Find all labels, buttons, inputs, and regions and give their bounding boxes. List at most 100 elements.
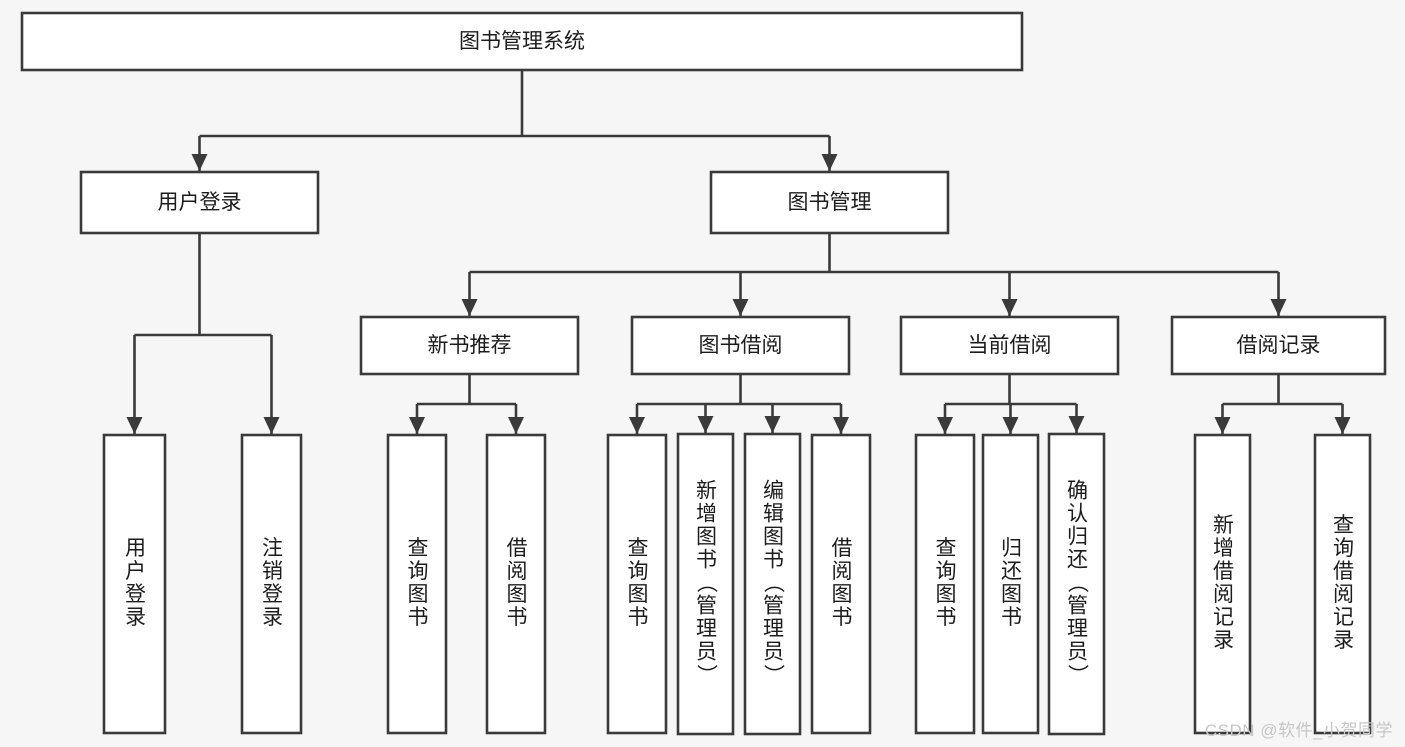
leaf-leaf-confirm-return-label-char: 确 bbox=[1067, 480, 1088, 503]
leaf-leaf-return-book-label-char: 还 bbox=[1001, 560, 1022, 583]
arrow-to-user-login bbox=[191, 154, 208, 171]
leaf-leaf-edit-book[interactable] bbox=[743, 432, 802, 736]
leaf-leaf-add-record[interactable] bbox=[1193, 433, 1252, 735]
leaf-leaf-borrow-book-2-label-char: 借 bbox=[832, 537, 853, 560]
leaf-leaf-query-book-2-label-char: 书 bbox=[628, 606, 649, 629]
leaf-leaf-edit-book-label-char: ） bbox=[762, 664, 785, 685]
arrow-to-book-management bbox=[821, 154, 838, 171]
leaf-leaf-edit-book-label-char: 理 bbox=[763, 618, 784, 641]
leaf-leaf-borrow-book-1-label-char: 图 bbox=[507, 583, 528, 606]
arrow-to-leaf-confirm-return bbox=[1068, 416, 1085, 433]
leaf-leaf-query-book-2-label-char: 查 bbox=[628, 537, 649, 560]
leaf-leaf-query-book-3-label-char: 询 bbox=[936, 560, 957, 583]
leaf-leaf-confirm-return-label-char: 认 bbox=[1067, 503, 1088, 526]
leaf-leaf-query-record-label-char: 询 bbox=[1333, 537, 1354, 560]
leaf-leaf-add-book-label-char: ） bbox=[695, 664, 718, 685]
leaf-leaf-return-book[interactable] bbox=[981, 433, 1040, 735]
leaf-leaf-add-book[interactable] bbox=[676, 432, 735, 736]
node-new-book-recommend[interactable] bbox=[359, 315, 580, 376]
leaf-leaf-confirm-return-label-char: 归 bbox=[1067, 526, 1088, 549]
leaf-leaf-query-book-1[interactable] bbox=[386, 433, 448, 735]
leaf-leaf-add-record-label-char: 借 bbox=[1213, 560, 1234, 583]
node-layer: 图书管理系统用户登录图书管理新书推荐图书借阅当前借阅借阅记录用户登录注销登录查询… bbox=[20, 11, 1387, 736]
arrow-to-leaf-edit-book bbox=[764, 416, 781, 433]
leaf-leaf-user-login-label-char: 户 bbox=[125, 560, 146, 583]
leaf-leaf-query-book-3-label-char: 图 bbox=[936, 583, 957, 606]
connector-layer bbox=[126, 70, 1351, 434]
arrow-to-book-borrow bbox=[732, 299, 749, 316]
leaf-leaf-query-book-2[interactable] bbox=[606, 433, 668, 735]
node-borrow-record[interactable] bbox=[1170, 315, 1387, 376]
leaf-leaf-query-record-label-char: 阅 bbox=[1333, 583, 1354, 606]
arrow-to-leaf-logout bbox=[263, 417, 280, 434]
leaf-leaf-add-book-label-char: 理 bbox=[696, 618, 717, 641]
arrow-to-leaf-return-book bbox=[1002, 417, 1019, 434]
leaf-leaf-user-login[interactable] bbox=[102, 433, 167, 735]
node-current-borrow-label: 当前借阅 bbox=[968, 334, 1052, 357]
arrow-to-leaf-query-book-1 bbox=[409, 417, 425, 434]
leaf-leaf-add-record-label-char: 新 bbox=[1213, 514, 1234, 537]
leaf-leaf-add-record-label-char: 阅 bbox=[1213, 583, 1234, 606]
leaf-leaf-query-book-1-label-char: 询 bbox=[408, 560, 429, 583]
node-current-borrow[interactable] bbox=[899, 315, 1120, 376]
leaf-leaf-borrow-book-2[interactable] bbox=[810, 433, 872, 735]
leaf-leaf-borrow-book-1-label-char: 书 bbox=[507, 606, 528, 629]
node-root-system-label: 图书管理系统 bbox=[459, 30, 585, 53]
leaf-leaf-borrow-book-1[interactable] bbox=[485, 433, 547, 735]
leaf-leaf-confirm-return-label-char: 还 bbox=[1067, 549, 1088, 572]
leaf-leaf-borrow-book-1-label-char: 阅 bbox=[507, 560, 528, 583]
node-borrow-record-label: 借阅记录 bbox=[1237, 334, 1321, 357]
leaf-leaf-query-record[interactable] bbox=[1313, 433, 1372, 735]
leaf-leaf-borrow-book-2-label-char: 书 bbox=[832, 606, 853, 629]
node-book-management-label: 图书管理 bbox=[788, 191, 872, 214]
node-book-borrow-label: 图书借阅 bbox=[699, 334, 783, 357]
leaf-leaf-logout-label-char: 销 bbox=[262, 560, 283, 583]
node-new-book-recommend-label: 新书推荐 bbox=[428, 334, 512, 357]
leaf-leaf-edit-book-label-char: 管 bbox=[763, 595, 784, 618]
leaf-leaf-query-book-3-label-char: 查 bbox=[936, 537, 957, 560]
leaf-leaf-edit-book-label-char: （ bbox=[762, 572, 785, 593]
leaf-leaf-query-record-label-char: 录 bbox=[1333, 629, 1354, 652]
leaf-leaf-edit-book-label-char: 员 bbox=[763, 641, 784, 664]
node-book-borrow[interactable] bbox=[630, 315, 851, 376]
node-root-system[interactable] bbox=[20, 11, 1024, 72]
leaf-leaf-query-book-1-label-char: 图 bbox=[408, 583, 429, 606]
arrow-to-leaf-borrow-book-2 bbox=[833, 417, 849, 434]
leaf-leaf-query-book-3[interactable] bbox=[914, 433, 976, 735]
leaf-leaf-edit-book-label-char: 图 bbox=[763, 526, 784, 549]
arrow-to-new-book-recommend bbox=[461, 299, 478, 316]
leaf-leaf-add-book-label-char: 新 bbox=[696, 480, 717, 503]
leaf-leaf-return-book-label-char: 图 bbox=[1001, 583, 1022, 606]
arrow-to-leaf-add-book bbox=[697, 416, 714, 433]
leaf-leaf-query-book-3-label-char: 书 bbox=[936, 606, 957, 629]
leaf-leaf-edit-book-label-char: 辑 bbox=[763, 503, 784, 526]
node-user-login[interactable] bbox=[79, 170, 320, 235]
arrow-to-leaf-user-login bbox=[126, 417, 143, 434]
leaf-leaf-add-book-label-char: 管 bbox=[696, 595, 717, 618]
arrow-to-leaf-query-record bbox=[1334, 417, 1351, 434]
leaf-leaf-logout-label-char: 录 bbox=[262, 606, 283, 629]
leaf-leaf-user-login-label-char: 登 bbox=[125, 583, 146, 606]
leaf-leaf-logout-label-char: 注 bbox=[262, 537, 283, 560]
leaf-leaf-query-record-label-char: 查 bbox=[1333, 514, 1354, 537]
leaf-leaf-borrow-book-2-label-char: 图 bbox=[832, 583, 853, 606]
leaf-leaf-query-book-1-label-char: 查 bbox=[408, 537, 429, 560]
leaf-leaf-user-login-label-char: 用 bbox=[125, 537, 146, 560]
arrow-to-leaf-borrow-book-1 bbox=[508, 417, 524, 434]
leaf-leaf-add-record-label-char: 增 bbox=[1213, 537, 1234, 560]
arrow-to-borrow-record bbox=[1270, 299, 1287, 316]
arrow-to-leaf-add-record bbox=[1214, 417, 1231, 434]
leaf-leaf-add-book-label-char: 图 bbox=[696, 526, 717, 549]
leaf-leaf-return-book-label-char: 书 bbox=[1001, 606, 1022, 629]
leaf-leaf-add-book-label-char: （ bbox=[695, 572, 718, 593]
leaf-leaf-confirm-return[interactable] bbox=[1047, 432, 1106, 736]
node-book-management[interactable] bbox=[709, 170, 950, 235]
leaf-leaf-query-book-2-label-char: 图 bbox=[628, 583, 649, 606]
leaf-leaf-query-record-label-char: 借 bbox=[1333, 560, 1354, 583]
leaf-leaf-confirm-return-label-char: 管 bbox=[1067, 595, 1088, 618]
leaf-leaf-logout[interactable] bbox=[240, 433, 303, 735]
leaf-leaf-borrow-book-2-label-char: 阅 bbox=[832, 560, 853, 583]
arrow-to-leaf-query-book-3 bbox=[937, 417, 953, 434]
leaf-leaf-add-book-label-char: 增 bbox=[696, 503, 717, 526]
